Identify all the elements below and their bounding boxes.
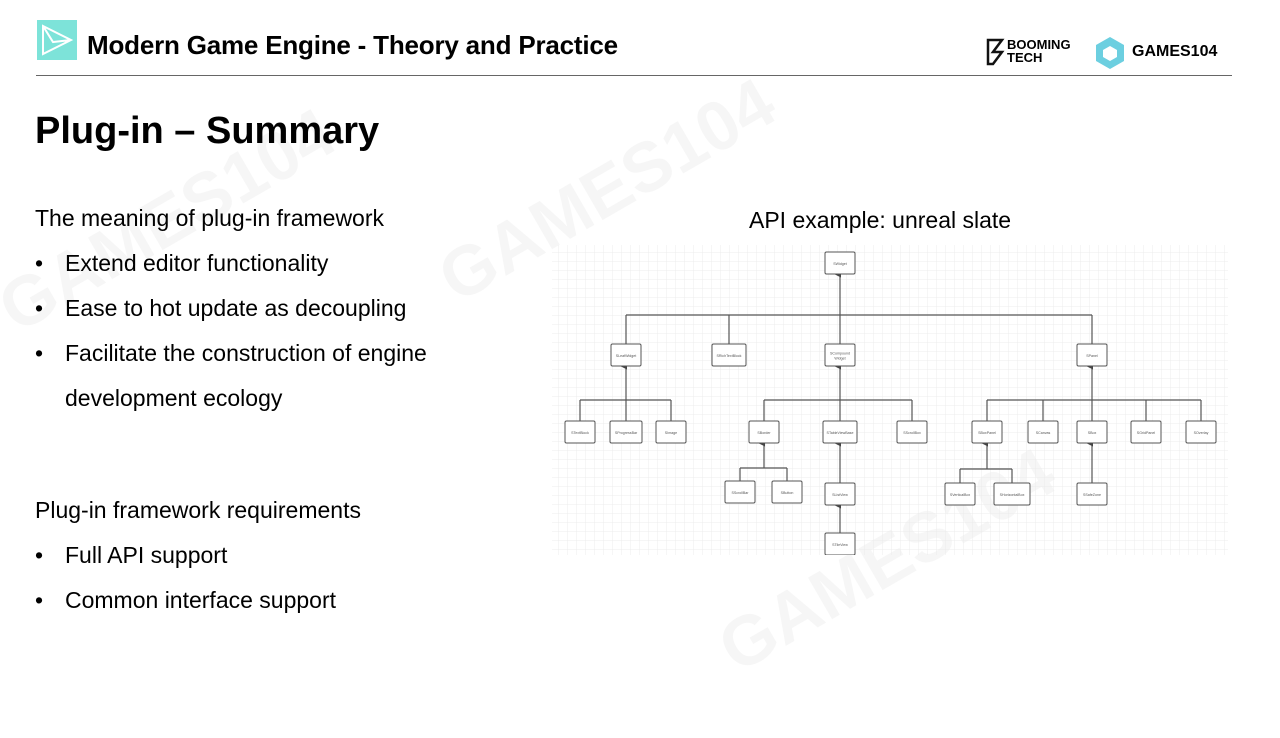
- node-label: SLeafWidget: [616, 354, 637, 358]
- node-label: SScrollBar: [732, 491, 750, 495]
- node-label: SBoxPanel: [978, 431, 996, 435]
- diagram-caption: API example: unreal slate: [749, 207, 1012, 233]
- node-box: [822, 420, 858, 444]
- diagram-node: SProgressBar: [609, 420, 643, 444]
- node-label: SBorder: [757, 431, 771, 435]
- diagram-node: SButton: [771, 480, 803, 504]
- diagram-node: SVerticalBox: [944, 482, 976, 506]
- node-label: SGridPanel: [1137, 431, 1156, 435]
- diagram-node: SPanel: [1076, 343, 1108, 367]
- node-label: SPanel: [1086, 354, 1098, 358]
- node-label: SCanvas: [1036, 431, 1051, 435]
- diagram-node: SOverlay: [1185, 420, 1217, 444]
- node-box: [993, 482, 1031, 506]
- node-label: SHorizontalBox: [1000, 493, 1025, 497]
- node-box: [944, 482, 976, 506]
- diagram-node: SCanvas: [1027, 420, 1059, 444]
- node-box: [610, 343, 642, 367]
- diagram-node: SSafeZone: [1076, 482, 1108, 506]
- diagram-node: SImage: [655, 420, 687, 444]
- diagram-node: SBoxPanel: [971, 420, 1003, 444]
- node-label: STextBlock: [571, 431, 589, 435]
- diagram-node: SScrollBar: [724, 480, 756, 504]
- node-label: SCompound: [830, 352, 850, 356]
- course-logo: [37, 20, 77, 60]
- node-label: SOverlay: [1194, 431, 1209, 435]
- play-arrow-icon: [42, 24, 74, 56]
- diagram-node: SGridPanel: [1130, 420, 1162, 444]
- node-box: [748, 420, 780, 444]
- diagram-node: SScrollBox: [896, 420, 928, 444]
- node-box: [824, 343, 856, 367]
- diagram-node: STableViewBase: [822, 420, 858, 444]
- node-label: SSafeZone: [1083, 493, 1101, 497]
- slide-title: Plug-in – Summary: [35, 110, 380, 152]
- node-box: [771, 480, 803, 504]
- node-box: [824, 532, 856, 555]
- header-title: Modern Game Engine - Theory and Practice: [87, 30, 618, 60]
- header-divider: [36, 75, 1232, 76]
- diagram-node: SLeafWidget: [610, 343, 642, 367]
- section-heading: Plug-in framework requirements: [35, 497, 361, 523]
- node-box: [1027, 420, 1059, 444]
- node-box: [564, 420, 596, 444]
- node-label: SImage: [665, 431, 677, 435]
- node-box: [1130, 420, 1162, 444]
- node-box: [896, 420, 928, 444]
- node-box: [711, 343, 747, 367]
- diagram-node: SHorizontalBox: [993, 482, 1031, 506]
- node-label: SScrollBox: [903, 431, 921, 435]
- node-box: [971, 420, 1003, 444]
- diagram-node: STileView: [824, 532, 856, 555]
- node-label: SProgressBar: [615, 431, 638, 435]
- node-label: Widget: [834, 357, 845, 361]
- diagram-node: SWidget: [824, 251, 856, 275]
- node-box: [1076, 482, 1108, 506]
- node-box: [1076, 420, 1108, 444]
- booming-logo-icon: [986, 38, 1005, 66]
- games104-cube-icon: [1096, 37, 1124, 69]
- node-label: SWidget: [833, 262, 847, 266]
- diagram-node: SBorder: [748, 420, 780, 444]
- section-heading: The meaning of plug-in framework: [35, 205, 384, 231]
- node-box: [824, 482, 856, 506]
- node-box: [1185, 420, 1217, 444]
- node-box: [724, 480, 756, 504]
- node-box: [824, 251, 856, 275]
- node-box: [609, 420, 643, 444]
- diagram-node: SRichTextBlock: [711, 343, 747, 367]
- diagram-node: SBox: [1076, 420, 1108, 444]
- node-label: SRichTextBlock: [717, 354, 742, 358]
- node-label: SListView: [832, 493, 848, 497]
- node-box: [1076, 343, 1108, 367]
- node-label: STableViewBase: [827, 431, 854, 435]
- node-box: [655, 420, 687, 444]
- node-label: SVerticalBox: [950, 493, 971, 497]
- diagram-node: SListView: [824, 482, 856, 506]
- node-label: SButton: [781, 491, 794, 495]
- node-label: SBox: [1088, 431, 1097, 435]
- node-label: STileView: [832, 543, 848, 547]
- diagram-node: STextBlock: [564, 420, 596, 444]
